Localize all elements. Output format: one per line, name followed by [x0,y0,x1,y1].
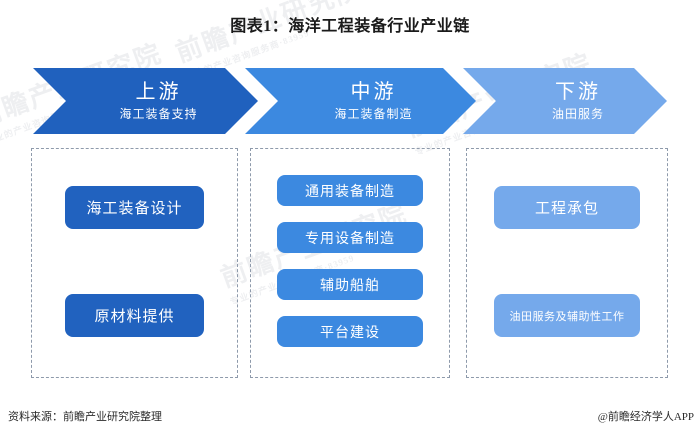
node-raw-material-supply[interactable]: 原材料提供 [65,294,204,337]
stage-chevron-upstream[interactable]: 上游 海工装备支持 [33,68,258,134]
stage-panel-upstream: 海工装备设计 原材料提供 [31,148,238,378]
stage-panel-midstream: 通用装备制造 专用设备制造 辅助船舶 平台建设 [250,148,450,378]
stage-subtitle-upstream: 海工装备支持 [119,106,198,121]
node-general-equipment-manufacturing[interactable]: 通用装备制造 [277,175,423,206]
value-chain-stage-band: 上游 海工装备支持 中游 海工装备制造 下游 油田服务 [33,68,667,134]
stage-chevron-midstream[interactable]: 中游 海工装备制造 [245,68,476,134]
stage-title-downstream: 下游 [555,80,601,103]
stage-subtitle-downstream: 油田服务 [551,106,604,121]
stage-title-upstream: 上游 [135,80,182,103]
node-oilfield-service-and-support[interactable]: 油田服务及辅助性工作 [494,294,640,337]
stage-chevron-downstream[interactable]: 下游 油田服务 [463,68,667,134]
node-special-equipment-manufacturing[interactable]: 专用设备制造 [277,222,423,253]
stage-subtitle-midstream: 海工装备制造 [334,106,413,121]
page-title: 图表1：海洋工程装备行业产业链 [230,18,470,35]
stage-panel-downstream: 工程承包 油田服务及辅助性工作 [466,148,668,378]
node-marine-equipment-design[interactable]: 海工装备设计 [65,186,204,229]
node-engineering-contracting[interactable]: 工程承包 [494,186,640,229]
stage-title-midstream: 中游 [350,80,397,103]
node-auxiliary-vessels[interactable]: 辅助船舶 [277,269,423,300]
node-platform-construction[interactable]: 平台建设 [277,316,423,347]
source-note: 资料来源：前瞻产业研究院整理 [8,411,162,423]
brand-credit: @前瞻经济学人APP [597,411,694,423]
